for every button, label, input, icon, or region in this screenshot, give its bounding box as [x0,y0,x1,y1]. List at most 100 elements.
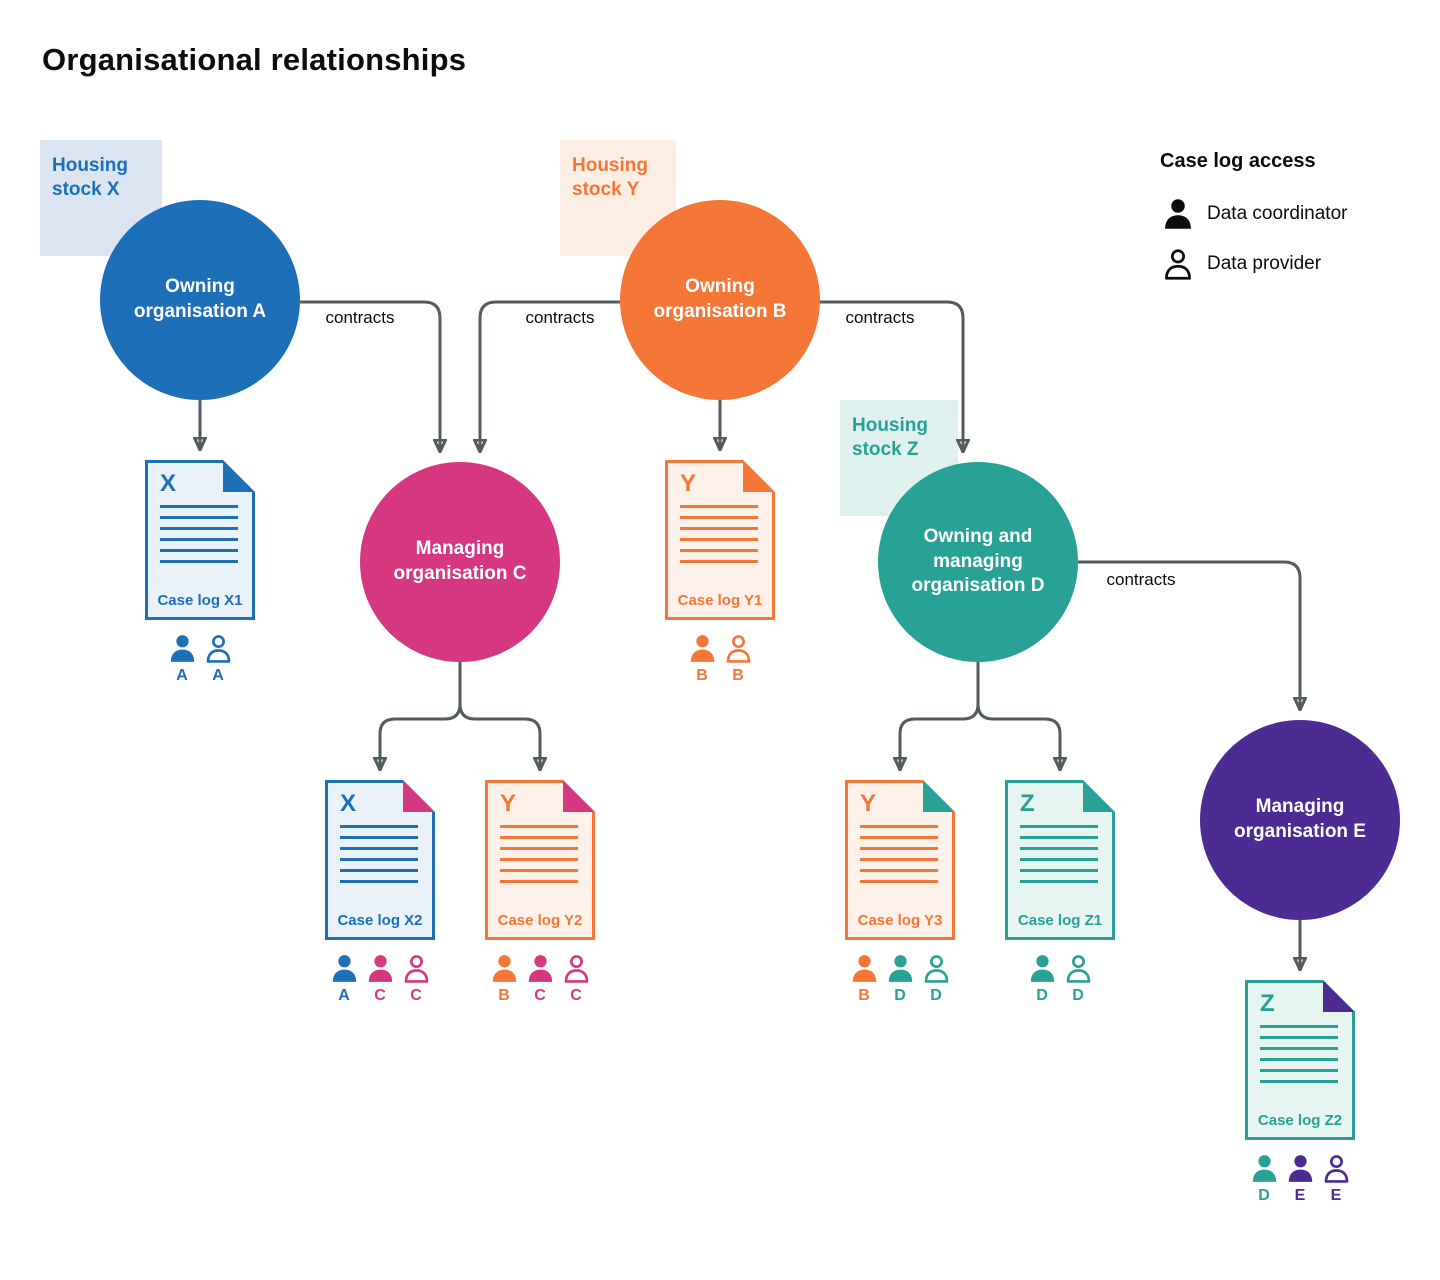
org-circle-c: Managing organisation C [360,462,560,662]
access-org-letter: A [176,667,188,684]
case-log-x1-doc: X Case log X1 [145,460,255,620]
access-org-letter: C [570,987,582,1004]
arrow-d-to-org-e [1078,560,1300,708]
doc-letter: Y [680,470,697,497]
doc-text-lines [500,825,578,883]
data-coordinator-icon [492,955,516,982]
org-d-label: Owning and managing organisation D [911,525,1045,597]
case-log-y3-access: B D D [845,954,955,1005]
access-org-letter: D [1072,987,1084,1004]
arrow-d-to-caselog-z1 [976,660,1060,768]
access-org-letter: B [696,667,708,684]
org-circle-b: Owning organisation B [620,200,820,400]
access-org-letter: B [732,667,744,684]
data-provider-icon [1066,955,1090,983]
access-org-letter: C [374,987,386,1004]
org-a-label: Owning organisation A [133,276,267,322]
case-log-label: Case log X2 [337,912,423,929]
data-coordinator-icon [1288,1155,1312,1182]
case-log-label: Case log Z1 [1017,912,1103,929]
org-c-label: Managing organisation C [393,538,527,584]
access-person: A [331,954,358,1005]
access-person: E [1287,1154,1314,1205]
arrow-a-to-org-c [300,300,440,450]
doc-letter: Y [860,790,877,817]
access-person: D [1065,954,1092,1005]
data-coordinator-icon [332,955,356,982]
org-circle-a: Owning organisation A [100,200,300,400]
contracts-label-b-c: contracts [525,308,595,327]
case-log-x1-access: A A [145,634,255,685]
access-org-letter: D [1258,1187,1270,1204]
legend-item-data-coordinator: Data coordinator [1163,198,1347,230]
case-log-y2-doc: Y Case log Y2 [485,780,595,940]
data-coordinator-icon [852,955,876,982]
access-org-letter: A [212,667,224,684]
doc-letter: X [160,470,177,497]
access-org-letter: B [498,987,510,1004]
case-log-z2-doc: Z Case log Z2 [1245,980,1355,1140]
access-person: D [1029,954,1056,1005]
data-coordinator-icon [1252,1155,1276,1182]
doc-letter: Z [1260,990,1275,1017]
data-provider-icon [564,955,588,983]
case-log-y1-access: B B [665,634,775,685]
data-provider-icon [404,955,428,983]
access-org-letter: D [930,987,942,1004]
doc-letter: Y [500,790,517,817]
legend-label: Data coordinator [1207,203,1348,224]
case-log-x2-doc: X Case log X2 [325,780,435,940]
page-title: Organisational relationships [42,42,467,77]
doc-text-lines [1260,1025,1338,1083]
folded-corner-icon [743,460,775,492]
access-person: D [887,954,914,1005]
housing-stock-z-label: Housing stock Z [852,415,928,460]
doc-text-lines [340,825,418,883]
folded-corner-icon [563,780,595,812]
access-org-letter: D [1036,987,1048,1004]
access-org-letter: D [894,987,906,1004]
doc-text-lines [860,825,938,883]
data-coordinator-icon [1165,199,1191,229]
doc-text-lines [1020,825,1098,883]
access-org-letter: B [858,987,870,1004]
access-org-letter: C [534,987,546,1004]
data-coordinator-icon [170,635,194,662]
access-org-letter: E [1294,1187,1306,1204]
case-log-z1-doc: Z Case log Z1 [1005,780,1115,940]
case-log-label: Case log Y3 [857,912,943,929]
case-log-z1-access: D D [1005,954,1115,1005]
access-person: C [563,954,590,1005]
org-e-label: Managing organisation E [1234,796,1366,842]
data-provider-icon [924,955,948,983]
org-circle-e: Managing organisation E [1200,720,1400,920]
data-coordinator-icon [690,635,714,662]
access-org-letter: A [338,987,350,1004]
case-log-y2-access: B C C [485,954,595,1005]
arrow-b-to-org-d [820,300,963,450]
housing-stock-z-tile: Housing stock Z [840,400,958,516]
access-person: B [851,954,878,1005]
folded-corner-icon [403,780,435,812]
case-log-y1-doc: Y Case log Y1 [665,460,775,620]
folded-corner-icon [1323,980,1355,1012]
data-coordinator-icon [888,955,912,982]
arrow-c-to-caselog-y2 [458,660,540,768]
housing-stock-x-label: Housing stock X [52,155,128,200]
data-provider-icon [1324,1155,1348,1183]
access-person: C [367,954,394,1005]
access-person: D [923,954,950,1005]
case-log-y3-doc: Y Case log Y3 [845,780,955,940]
case-log-x2-access: A C C [325,954,435,1005]
access-org-letter: E [1330,1187,1342,1204]
access-person: B [725,634,752,685]
contracts-label-d-e: contracts [1106,570,1176,589]
legend-label: Data provider [1207,253,1322,274]
access-org-letter: C [410,987,422,1004]
arrow-b-to-org-c [480,300,620,450]
arrow-d-to-caselog-y3 [900,660,980,768]
arrow-c-to-caselog-x2 [380,660,462,768]
doc-letter: X [340,790,357,817]
case-log-z2-access: D E E [1245,1154,1355,1205]
